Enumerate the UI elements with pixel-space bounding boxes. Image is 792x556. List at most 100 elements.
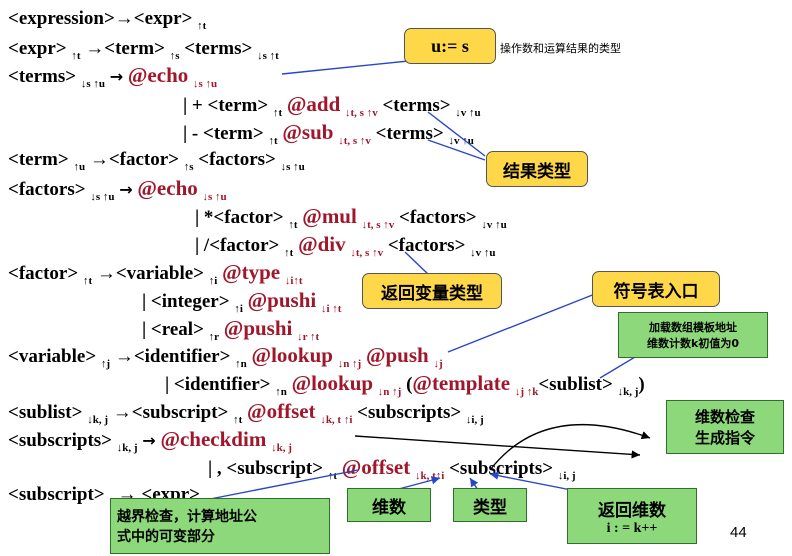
rule-text: <subscripts>	[8, 430, 113, 451]
action-symbol: @lookup	[291, 371, 374, 395]
callout-text: 返回变量类型	[381, 283, 483, 304]
rule-factors-div: | /<factor> ↑t @div ↓t, s ↑v <factors> ↓…	[195, 233, 496, 259]
page-number: 44	[730, 524, 747, 541]
attr: ↓s ↑u	[280, 161, 305, 173]
action-symbol: @div	[298, 232, 346, 256]
rule-variable-array: | <identifier> ↑n @lookup ↓n ↑j (@templa…	[165, 372, 645, 398]
attr: ↑i	[208, 275, 218, 287]
rule-text: <terms>	[382, 95, 451, 116]
callout-text: 生成指令	[694, 429, 755, 447]
rule-text: | - <term>	[183, 123, 264, 144]
rule-text: | + <term>	[183, 95, 269, 116]
attr: ↑j	[100, 358, 111, 370]
rule-terms-add: | + <term> ↑t @add ↓t, s ↑v <terms> ↓v ↑…	[183, 93, 481, 119]
action-symbol: @echo	[137, 176, 198, 200]
rule-text: | <identifier>	[165, 374, 271, 395]
rule-text: )	[638, 374, 645, 395]
attr: ↑t	[268, 135, 278, 147]
attr: ↑t	[327, 470, 337, 482]
callout-text: u:= s	[431, 35, 469, 56]
attr: ↓j	[433, 358, 443, 370]
action-symbol: @offset	[247, 399, 316, 423]
dim-callout: 维数	[347, 488, 431, 522]
attr: ↓t, s ↑v	[361, 219, 395, 231]
arrow-symbol: →	[119, 180, 133, 199]
action-symbol: @mul	[302, 204, 357, 228]
attr: ↑t	[272, 107, 283, 119]
callout-text: i : = k++	[606, 520, 658, 536]
rule-variable: <variable> ↑j →<identifier> ↑n @lookup ↓…	[8, 344, 443, 370]
dim-check-arc	[489, 423, 651, 471]
attr: ↓v ↑u	[481, 219, 507, 231]
rule-text: | <integer>	[142, 291, 230, 312]
action-symbol: @lookup	[251, 343, 333, 367]
rule-expr: <expr> ↑t →<term> ↑s <terms> ↓s ↑t	[8, 38, 279, 62]
callout-text: 维数检查	[694, 408, 755, 426]
action-symbol: @sub	[282, 120, 334, 144]
action-symbol: @push	[365, 343, 429, 367]
callout-text: 符号表入口	[613, 281, 699, 302]
bounds-connector	[204, 469, 359, 501]
attr: ↓n ↑j	[337, 358, 362, 370]
attr: ↑n	[275, 386, 287, 398]
attr: ↑r	[208, 331, 220, 343]
symtab-entry-callout: 符号表入口	[592, 271, 720, 307]
attr: ↓k, j	[271, 442, 292, 454]
action-symbol: @pushi	[223, 316, 293, 340]
attr: ↓v ↑u	[455, 107, 481, 119]
rule-text: <terms>	[8, 66, 77, 87]
rule-text: | , <subscript>	[208, 458, 324, 479]
rule-text: <expression>→<expr>	[8, 8, 193, 29]
attr: ↑s	[183, 161, 194, 173]
rule-text: <factors>	[399, 207, 477, 228]
action-symbol: @pushi	[247, 288, 317, 312]
attr: ↑i	[234, 303, 243, 315]
bounds-check-callout: 越界检查，计算地址公 式中的可变部分	[110, 498, 330, 554]
attr: ↓s ↑u	[90, 191, 115, 203]
rule-factor-real: | <real> ↑r @pushi ↓r ↑t	[142, 317, 319, 343]
result-connector-add	[427, 111, 486, 157]
attr: ↑t	[71, 50, 81, 62]
attr: ↑t	[233, 414, 243, 426]
attr: ↓k, j	[116, 442, 138, 454]
action-symbol: @checkdim	[160, 427, 267, 451]
arrow-symbol: →	[109, 67, 124, 86]
result-connector-sub	[427, 139, 486, 161]
rule-text: <variable>	[8, 346, 97, 367]
rule-text: <sublist>	[538, 374, 613, 395]
rule-terms: <terms> ↓s ↑u → @echo ↓s ↑u	[8, 64, 217, 90]
rule-text: <term>	[8, 149, 69, 170]
attr: ↓j ↑k	[514, 386, 539, 398]
attr: ↓i ↑t	[320, 303, 342, 315]
callout-text: 越界检查，计算地址公	[117, 509, 257, 525]
attr: ↓v ↑u	[470, 247, 496, 259]
load-template-callout: 加载数组模板地址 维数计数k初值为0	[618, 312, 768, 358]
action-symbol: @echo	[127, 63, 189, 87]
callout-text: 返回维数	[598, 500, 666, 521]
attr: ↑s	[169, 50, 180, 62]
rule-text: <terms>	[375, 123, 444, 144]
rule-text: | <real>	[142, 319, 204, 340]
action-symbol: @offset	[341, 455, 411, 479]
rule-text: <factors>	[198, 149, 276, 170]
attr: ↓i↑t	[284, 275, 303, 287]
type-callout: 类型	[453, 488, 527, 522]
attr: ↓k, j	[87, 414, 108, 426]
attr: ↓k, j	[617, 386, 639, 398]
rule-factors: <factors> ↓s ↑u → @echo ↓s ↑u	[8, 177, 227, 203]
attr: ↓i, j	[465, 414, 484, 426]
rule-text: →<identifier>	[114, 346, 231, 367]
attr: ↓r ↑t	[297, 331, 320, 343]
rule-text: <subscripts>	[357, 402, 462, 423]
rule-sublist: <sublist> ↓k, j →<subscript> ↑t @offset …	[8, 400, 484, 426]
us-callout: u:= s	[404, 28, 496, 64]
checkdim-arrow	[354, 435, 641, 459]
rule-text: →<factor>	[89, 149, 179, 170]
attr: ↓k, t ↑i	[320, 414, 353, 426]
action-symbol: @template	[412, 371, 511, 395]
rule-text: | /<factor>	[195, 235, 280, 256]
attr: ↑t	[288, 219, 298, 231]
rule-text: →<variable>	[96, 263, 205, 284]
return-var-type-callout: 返回变量类型	[362, 273, 502, 309]
